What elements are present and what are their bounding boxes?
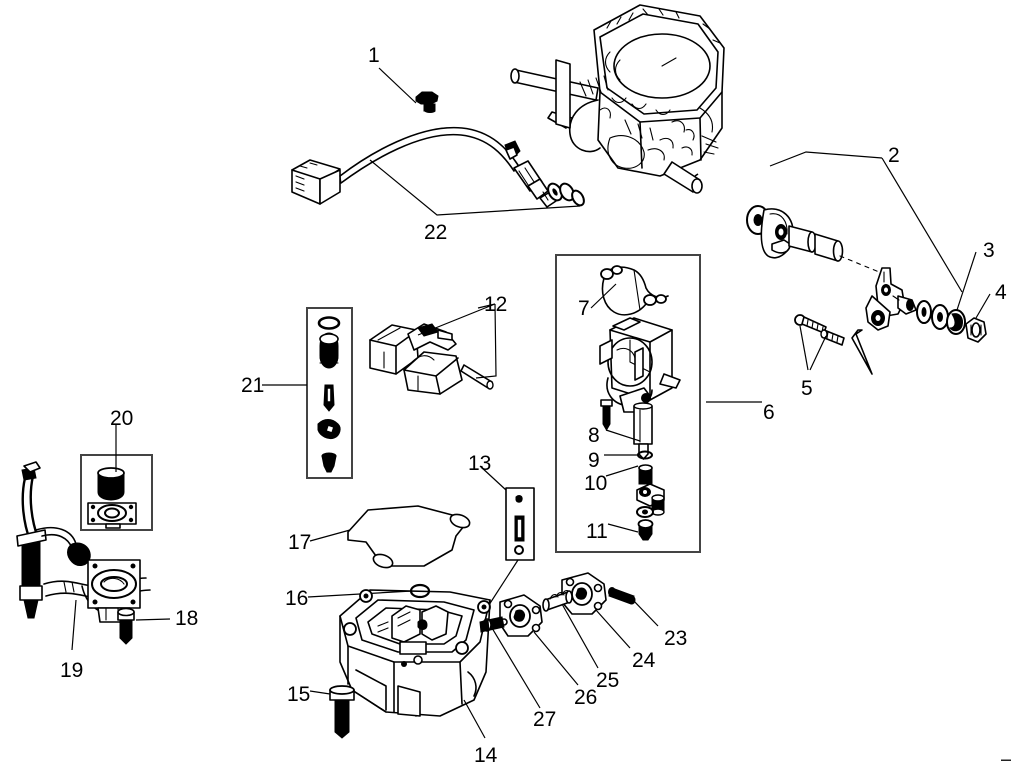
part-8-screw <box>600 399 613 431</box>
part-13-retainer-plate <box>505 487 535 561</box>
callout-9: 9 <box>588 449 600 472</box>
callout-10: 10 <box>584 472 608 495</box>
callout-15: 15 <box>287 683 311 706</box>
callout-27: 27 <box>533 708 557 731</box>
callout-3: 3 <box>983 239 995 262</box>
callout-20: 20 <box>110 407 134 430</box>
part-11-check-valve <box>637 519 654 541</box>
callout-17: 17 <box>288 531 312 554</box>
callout-13: 13 <box>468 452 492 475</box>
callout-18: 18 <box>175 607 199 630</box>
callout-19: 19 <box>60 659 84 682</box>
leader-5b <box>809 335 827 371</box>
part-20-enrichener-kit <box>87 467 137 529</box>
leader-7 <box>590 283 617 309</box>
part-18-screw <box>117 607 135 645</box>
leader-23 <box>632 599 659 627</box>
leader-10 <box>605 465 639 477</box>
callout-4: 4 <box>995 281 1007 304</box>
part-4-nut <box>965 317 987 343</box>
callout-12: 12 <box>484 293 508 316</box>
leader-25 <box>561 603 599 669</box>
leader-19 <box>71 599 77 651</box>
part-21-needle-seat-kit <box>317 316 341 473</box>
part-elbow-fitting <box>636 483 665 516</box>
leader-15 <box>309 690 331 695</box>
part-27-fitting <box>479 616 505 633</box>
callout-24: 24 <box>632 649 656 672</box>
part-26-pump-body <box>499 594 543 637</box>
part-6-pump-body <box>599 317 681 541</box>
part-19-enrichener-assembly <box>16 461 151 623</box>
leader-18 <box>135 618 171 621</box>
callout-25: 25 <box>596 669 620 692</box>
part-10-nozzle <box>638 464 653 485</box>
leader-12b <box>475 303 497 379</box>
group-box-6 <box>555 254 701 553</box>
leader-13a <box>479 465 507 491</box>
callout-21: 21 <box>241 374 265 397</box>
leader-13b <box>486 559 519 609</box>
corner-mark: ▬▬ <box>1001 757 1011 763</box>
callout-23: 23 <box>664 627 688 650</box>
callout-6: 6 <box>763 401 775 424</box>
leader-24 <box>595 609 631 649</box>
part-1-screw <box>415 91 439 113</box>
callout-22: 22 <box>424 221 448 244</box>
leader-2a <box>769 151 883 167</box>
part-14-float-bowl <box>339 589 491 717</box>
part-7-diaphragm-cover <box>600 265 669 316</box>
leader-4 <box>975 293 991 319</box>
leader-14 <box>463 699 486 739</box>
leader-3 <box>956 251 977 311</box>
leader-22 <box>369 159 581 216</box>
callout-14: 14 <box>474 744 498 767</box>
leader-17 <box>309 529 351 542</box>
leader-1 <box>378 67 417 104</box>
callout-26: 26 <box>574 686 598 709</box>
part-2-throttle-assembly <box>746 205 987 375</box>
callout-5: 5 <box>801 377 813 400</box>
part-3-lock-washer <box>946 309 966 335</box>
part-25-spring <box>542 590 573 612</box>
leader-27 <box>491 627 541 709</box>
part-17-bowl-gasket <box>347 505 471 569</box>
callout-7: 7 <box>578 297 590 320</box>
part-5-screws <box>794 314 845 346</box>
leader-26 <box>533 631 579 686</box>
part-15-bowl-screw <box>329 685 355 739</box>
callout-2: 2 <box>888 144 900 167</box>
leader-11 <box>607 523 639 533</box>
part-22-solenoid-harness <box>291 126 585 208</box>
leader-2b <box>881 157 963 293</box>
callout-8: 8 <box>588 424 600 447</box>
part-23-pin <box>608 587 636 605</box>
part-12-float <box>369 323 494 395</box>
callout-1: 1 <box>368 44 380 67</box>
group-box-21 <box>306 307 353 479</box>
callout-16: 16 <box>285 587 309 610</box>
leader-5a <box>799 325 809 371</box>
callout-11: 11 <box>586 520 608 543</box>
part-carburetor-body <box>510 4 725 194</box>
leader-8 <box>605 429 641 442</box>
